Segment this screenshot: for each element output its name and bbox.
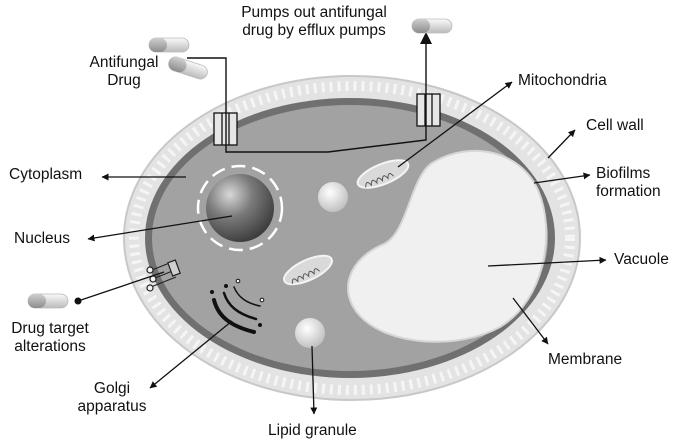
label-drug-target-alterations: Drug target alterations	[11, 320, 89, 355]
lipid-granule-leader	[310, 345, 318, 415]
nucleus-leader	[87, 215, 233, 242]
leader-lines	[77, 81, 607, 415]
drug-target-leader	[77, 271, 165, 302]
efflux-pump-right	[416, 93, 441, 127]
efflux-path	[187, 38, 427, 153]
mitochondria	[283, 159, 410, 286]
label-mitochondria: Mitochondria	[518, 72, 607, 89]
cell-wall-texture	[129, 81, 575, 395]
golgi-apparatus	[210, 278, 265, 334]
granule	[318, 182, 348, 212]
label-biofilms-formation: Biofilms formation	[596, 165, 661, 200]
label-vacuole: Vacuole	[614, 251, 669, 268]
lipid-granule	[295, 318, 325, 348]
drug-capsule-icon	[27, 293, 69, 309]
cell-wall-leader	[547, 129, 576, 159]
golgi-leader	[149, 320, 233, 389]
drug-capsule-icon	[148, 37, 190, 53]
label-efflux-pumps: Pumps out antifungal drug by efflux pump…	[241, 4, 387, 39]
mitochondria-leader	[397, 81, 513, 168]
vacuole-leader	[487, 256, 607, 267]
label-cytoplasm: Cytoplasm	[9, 166, 83, 183]
label-membrane: Membrane	[548, 351, 623, 368]
membrane-leader	[512, 297, 549, 345]
label-nucleus: Nucleus	[14, 230, 70, 247]
biofilms-leader	[533, 172, 591, 184]
drug-capsule-icon	[411, 18, 453, 34]
nucleus-envelope	[196, 164, 284, 252]
label-golgi-apparatus: Golgi apparatus	[77, 380, 147, 415]
drug-capsule-icon	[168, 56, 208, 80]
label-lipid-granule: Lipid granule	[268, 422, 357, 439]
nucleus	[206, 174, 274, 242]
drug-target-dot	[74, 297, 82, 305]
label-antifungal-drug: Antifungal Drug	[89, 54, 159, 89]
vacuole	[347, 149, 548, 343]
efflux-arrowhead	[420, 32, 432, 44]
label-cell-wall: Cell wall	[586, 117, 644, 134]
